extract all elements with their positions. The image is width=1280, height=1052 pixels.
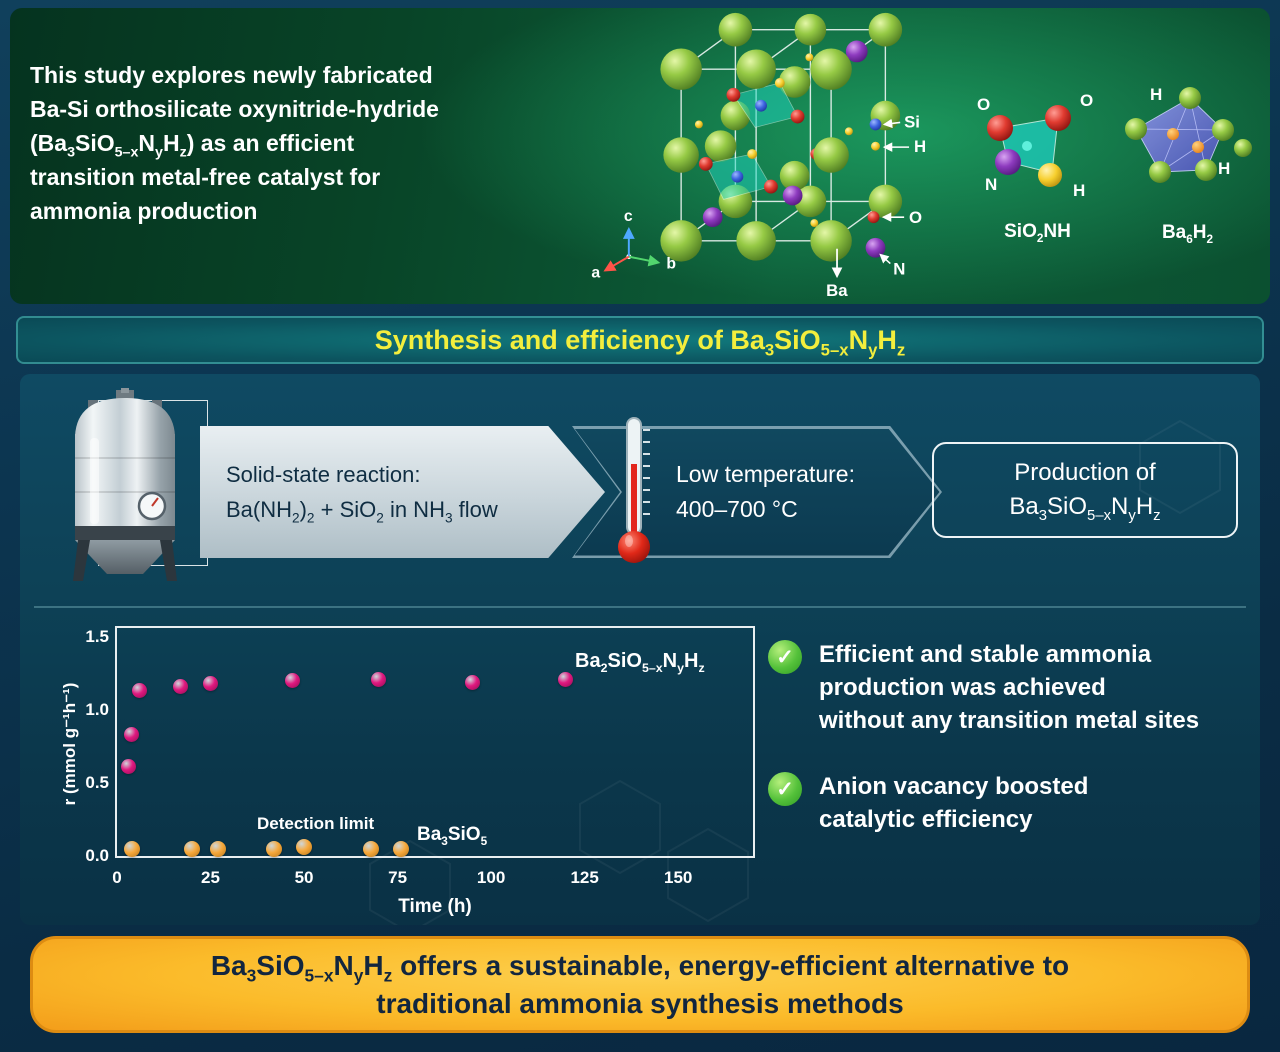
ba6h2-structure-icon: H H	[1125, 85, 1252, 183]
checkmark-glyph: ✓	[776, 777, 794, 801]
finding-text-2: Anion vacancy boosted catalytic efficien…	[819, 773, 1089, 833]
label-ba: Ba	[826, 281, 848, 300]
scatter-point-series-1	[203, 676, 219, 692]
summary-line-2: Ba-Si orthosilicate oxynitride-hydride	[30, 96, 439, 122]
label-h-top: H	[1150, 85, 1162, 104]
checkmark-glyph: ✓	[776, 645, 794, 669]
x-axis-label: Time (h)	[398, 896, 472, 917]
summary-line-5: ammonia production	[30, 198, 258, 224]
scatter-point-series-2	[296, 839, 313, 856]
sio2nh-structure-icon: O O N H	[977, 91, 1093, 200]
step-solid-state-reaction: Solid-state reaction: Ba(NH2)2 + SiO2 in…	[200, 426, 605, 558]
axis-a-label: a	[591, 264, 600, 281]
molecule-sio2nh: O O N H SiO2NH	[955, 86, 1120, 245]
conclusion-line-1: Ba3SiO5–xNyHz offers a sustainable, ener…	[210, 949, 1070, 986]
x-axis-tick-label: 150	[663, 868, 693, 887]
axes-indicator: c b a	[591, 208, 676, 281]
crystal-structure-figure: Si H O N Ba c b a	[591, 12, 926, 300]
x-axis-tick-label: 50	[294, 868, 314, 887]
label-n: N	[893, 259, 905, 278]
silicate-tetrahedra	[698, 78, 805, 200]
x-axis-tick-label: 100	[476, 868, 506, 887]
synthesis-panel: Solid-state reaction: Ba(NH2)2 + SiO2 in…	[20, 374, 1260, 925]
finding-text-1: Efficient and stable ammonia production …	[819, 641, 1200, 734]
detection-limit-label: Detection limit	[257, 814, 375, 833]
step3-line1: Production of	[1014, 459, 1156, 486]
series-label-reference: Ba3SiO5	[417, 824, 488, 848]
atom-labels: Si H O N Ba	[826, 112, 926, 300]
label-h-right: H	[1218, 159, 1230, 178]
scatter-point-series-1	[558, 671, 574, 687]
summary-line-4: transition metal-free catalyst for	[30, 164, 381, 190]
thermometer-icon	[618, 417, 650, 563]
step-production-result: Production of Ba3SiO5–xNyHz	[932, 442, 1238, 538]
y-axis-tick-label: 0.5	[85, 772, 109, 792]
step1-line1: Solid-state reaction:	[226, 462, 421, 487]
summary-line-3: (Ba3SiO5–xNyHz) as an efficient	[30, 130, 355, 161]
molecule-sio2nh-label: SiO2NH	[1004, 221, 1071, 245]
label-o1: O	[977, 95, 990, 114]
axis-b-label: b	[666, 255, 676, 272]
ammonia-rate-scatter-plot: r (mmol g⁻¹h⁻¹) Time (h) Ba2SiO5–xNyHz D…	[60, 626, 755, 917]
y-axis-tick-label: 1.0	[85, 699, 109, 719]
section-title-banner: Synthesis and efficiency of Ba3SiO5–xNyH…	[16, 316, 1264, 364]
axis-c-label: c	[624, 208, 633, 225]
label-o2: O	[1080, 91, 1093, 110]
summary-line-1: This study explores newly fabricated	[30, 62, 433, 88]
molecule-ba6h2-label: Ba6H2	[1161, 222, 1214, 246]
x-axis-tick-label: 0	[112, 868, 122, 887]
barium-spheres-front	[660, 48, 852, 262]
y-axis-tick-label: 0.0	[85, 846, 109, 865]
finding-item-2: ✓ Anion vacancy boosted catalytic effici…	[768, 770, 1258, 836]
scatter-point-series-2	[123, 840, 140, 857]
step2-line2: 400–700 °C	[676, 496, 798, 522]
label-h2: H	[1073, 181, 1085, 200]
label-o: O	[909, 208, 922, 227]
header-panel: This study explores newly fabricated Ba-…	[10, 8, 1270, 304]
scatter-point-series-1	[371, 671, 387, 687]
y-axis-tick-label: 1.5	[85, 626, 109, 646]
series-label-catalyst: Ba2SiO5–xNyHz	[575, 650, 705, 675]
finding-item-1: ✓ Efficient and stable ammonia productio…	[768, 638, 1258, 737]
scatter-point-series-2	[210, 840, 226, 857]
check-icon: ✓	[768, 772, 802, 806]
study-summary: This study explores newly fabricated Ba-…	[30, 58, 575, 228]
scatter-point-series-1	[464, 674, 480, 690]
conclusion-banner: Ba3SiO5–xNyHz offers a sustainable, ener…	[30, 936, 1250, 1033]
step3-line2: Ba3SiO5–xNyHz	[1009, 493, 1161, 524]
section-title: Synthesis and efficiency of Ba3SiO5–xNyH…	[374, 324, 906, 359]
scatter-point-series-1	[124, 727, 140, 743]
step2-line1: Low temperature:	[676, 461, 855, 487]
check-icon: ✓	[768, 640, 802, 674]
conclusion-line-2: traditional ammonia synthesis methods	[376, 987, 904, 1019]
scatter-point-series-2	[393, 840, 410, 857]
x-axis-tick-label: 25	[201, 868, 220, 887]
scatter-point-series-1	[285, 673, 301, 689]
section-divider	[34, 606, 1246, 608]
scatter-point-series-2	[266, 840, 283, 857]
scatter-point-series-2	[183, 840, 200, 857]
label-si: Si	[904, 112, 920, 131]
x-axis-tick-label: 125	[570, 868, 599, 887]
scatter-point-series-2	[363, 840, 380, 857]
scatter-point-series-1	[173, 678, 189, 694]
reactor-icon	[73, 388, 177, 581]
x-axis-tick-label: 75	[388, 868, 408, 887]
label-h: H	[914, 137, 926, 156]
molecule-ba6h2: H H Ba6H2	[1110, 84, 1265, 246]
nitrogen-spheres	[702, 40, 886, 258]
scatter-point-series-1	[120, 759, 136, 775]
step1-line2: Ba(NH2)2 + SiO2 in NH3 flow	[226, 497, 498, 526]
scatter-point-series-1	[131, 683, 147, 699]
label-n2: N	[985, 175, 997, 194]
